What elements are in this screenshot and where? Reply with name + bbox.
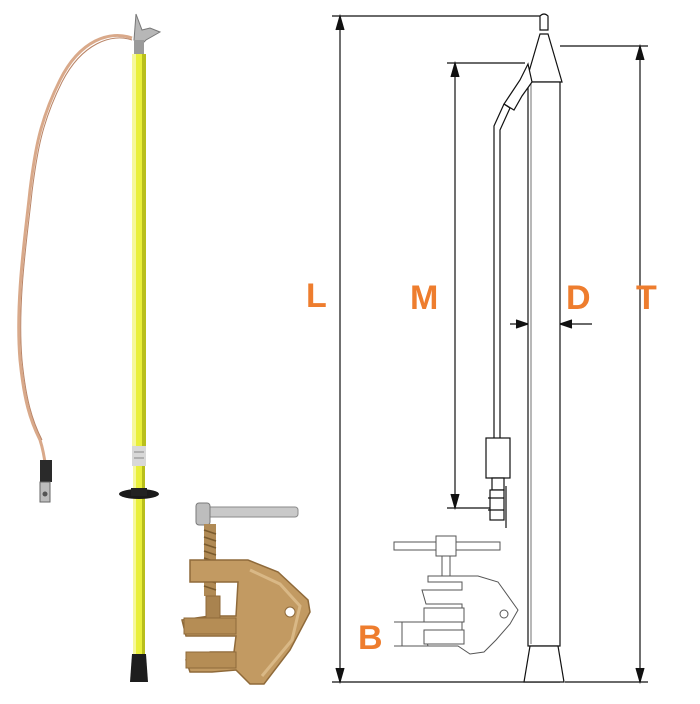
- pole-drawing: [523, 13, 565, 683]
- pole-end-cap-icon: [130, 654, 148, 682]
- cable-drawing: [485, 62, 533, 528]
- clamp-hole-icon: [284, 606, 296, 618]
- dimension-t: [560, 43, 648, 685]
- dimension-l: [332, 13, 560, 685]
- label-b: B: [358, 619, 383, 657]
- label-l: L: [306, 277, 327, 315]
- clamp-photo: [181, 502, 311, 685]
- label-d: D: [566, 279, 591, 317]
- clamp-drawing: [393, 535, 519, 655]
- dimension-b: [394, 621, 432, 647]
- cable-lug-icon: [40, 460, 52, 482]
- earth-cable: [17, 33, 133, 471]
- technical-drawing: [332, 13, 648, 685]
- pole-photo: [17, 13, 162, 682]
- label-m: M: [410, 279, 438, 317]
- label-t: T: [636, 279, 657, 317]
- dimension-m: [447, 60, 525, 511]
